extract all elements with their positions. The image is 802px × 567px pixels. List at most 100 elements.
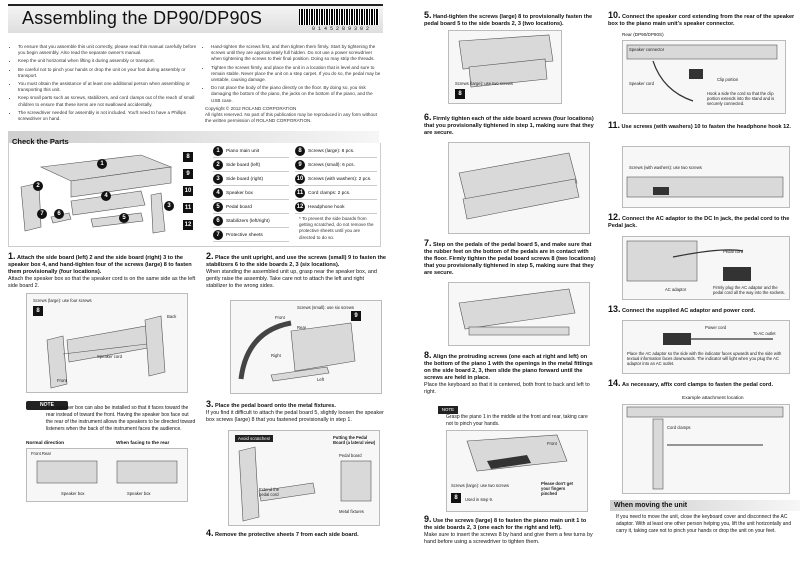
screw-callout: 8 (451, 493, 461, 503)
step-1: 1. Attach the side board (left) 2 and th… (8, 251, 198, 290)
figure-label: Screws (large): use two screws (451, 483, 509, 488)
note-normal-direction: Normal direction (26, 441, 65, 446)
step-number: 13. (608, 304, 621, 314)
step-title: Attach the side board (left) 2 and the s… (8, 255, 192, 275)
step-number: 1. (8, 251, 16, 261)
step-14-illustration (626, 406, 784, 490)
intro-bullet: Hand-tighten the screws first, and then … (211, 44, 383, 63)
part-callout: 7 (37, 209, 47, 219)
parts-heading-bar: Check the Parts (8, 131, 379, 146)
part-callout: 11 (183, 203, 193, 213)
step-title: Place the unit upright, and use the scre… (206, 255, 386, 268)
step-number: 11. (608, 120, 621, 130)
screw-callout: 8 (33, 306, 43, 316)
step-8-illustration (466, 434, 568, 472)
step-number: 8. (424, 350, 432, 360)
step-10-illustration (626, 44, 778, 102)
figure-label: Rear (297, 325, 307, 330)
step-8-figure: Front Screws (large): use two screws 8 U… (446, 430, 588, 512)
intro-left: To ensure that you assemble this unit co… (12, 44, 198, 124)
step-title: Remove the protective sheets 7 from each… (215, 532, 359, 538)
intro-bullet: Keep small parts such as screws, stabili… (18, 95, 198, 107)
intro-bullet: You must obtain the assistance of at lea… (18, 81, 198, 93)
step-11-illustration (626, 176, 784, 198)
step-number: 6. (424, 112, 432, 122)
step-body: Place the keyboard so that it is centere… (424, 382, 590, 395)
figure-label: Clip portion (717, 77, 739, 82)
part-callout: 1 (97, 159, 107, 169)
step-12-figure: Pedal cord AC adaptor Firmly plug the AC… (622, 236, 790, 300)
step-body: Attach the speaker box so that the speak… (8, 276, 196, 289)
part-callout: 10 (183, 186, 193, 196)
figure-label: Pedal board (339, 453, 362, 458)
figure-label: Front (547, 441, 557, 446)
rights-notice: All rights reserved. No part of this pub… (205, 112, 377, 124)
intro-bullet: The screwdriver needed for assembly is n… (18, 110, 198, 122)
step-number: 4. (206, 528, 214, 538)
step-6: 6. Firmly tighten each of the side board… (424, 112, 596, 137)
figure-label: Speaker cord (629, 81, 654, 86)
figure-label: Back (167, 314, 177, 319)
step-body: Make sure to insert the screws 8 by hand… (424, 532, 593, 545)
figure-label: Hook a side the cord so that the clip po… (707, 91, 775, 106)
moving-body: If you need to move the unit, close the … (616, 514, 792, 534)
step-8: 8. Align the protruding screws (one each… (424, 350, 596, 396)
step-title: Use the screws (large) 8 to fasten the p… (424, 518, 587, 531)
step-13-figure: Power cord To AC outlet Place the AC ada… (622, 320, 790, 374)
figure-label: Firmly plug the AC adaptor and the pedal… (713, 285, 785, 295)
step-7: 7. Step on the pedals of the pedal board… (424, 238, 596, 277)
step-title: Step on the pedals of the pedal board 5,… (424, 242, 596, 276)
step-10-figure: Speaker connector Speaker cord Clip port… (622, 40, 786, 114)
step-title: Align the protruding screws (one each at… (424, 354, 593, 381)
step-10: 10. Connect the speaker cord extending f… (608, 10, 796, 28)
step-title: Place the pedal board onto the metal fix… (215, 403, 336, 409)
figure-label: Front Rear (31, 451, 52, 456)
figure-label: Example attachment location (682, 396, 744, 401)
figure-label: To AC outlet (753, 331, 776, 336)
figure-label: Rear (DP90/DP90S) (622, 32, 664, 37)
step-9: 9. Use the screws (large) 8 to fasten th… (424, 514, 596, 546)
step-number: 12. (608, 212, 621, 222)
step-11: 11. Use screws (with washers) 10 to fast… (608, 120, 796, 131)
step-7-illustration (458, 288, 576, 336)
step-number: 3. (206, 399, 214, 409)
step-7-figure (448, 282, 590, 346)
step-title: As necessary, affix cord clamps to faste… (622, 382, 773, 388)
figure-label: Power cord (705, 325, 727, 330)
part-callout: 2 (33, 181, 43, 191)
step-2-illustration (238, 320, 356, 382)
step-4: 4. Remove the protective sheets 7 from e… (206, 528, 386, 539)
figure-label: Place the AC adaptor so the side with th… (627, 351, 782, 366)
figure-label: Front (57, 378, 67, 383)
figure-label: Screws (large): use four screws (33, 298, 92, 303)
step-number: 9. (424, 514, 432, 524)
figure-label: Extend the pedal cord (259, 487, 280, 497)
parts-illustration (20, 154, 173, 234)
step-2: 2. Place the unit upright, and use the s… (206, 251, 386, 290)
step-3: 3. Place the pedal board onto the metal … (206, 399, 386, 424)
small-parts-column: 8 9 10 11 12 (183, 145, 201, 230)
title-bar: Assembling the DP90/DP90S 0 1 4 5 2 8 9 … (8, 4, 383, 33)
step-number: 7. (424, 238, 432, 248)
figure-label: Screws (small): use six screws (297, 305, 355, 310)
step-number: 14. (608, 378, 621, 388)
figure-label: Left (317, 377, 324, 382)
note-body: The speaker box can also be installed so… (46, 405, 196, 432)
figure-label: Screws (large): use two screws (455, 81, 513, 86)
figure-label: Screws (with washers): use two screws (629, 165, 702, 170)
step-3-figure: Avoid scratches! Putting the Pedal Board… (228, 430, 380, 526)
figure-label: Speaker box (61, 491, 85, 496)
figure-label: Cord clamps (667, 425, 691, 430)
step-number: 10. (608, 10, 621, 20)
parts-footnote: * To prevent the side boards from gettin… (299, 216, 374, 240)
step-body: When standing the assembled unit up, gra… (206, 269, 377, 289)
step-number: 2. (206, 251, 214, 261)
step-3-illustration (238, 446, 372, 522)
